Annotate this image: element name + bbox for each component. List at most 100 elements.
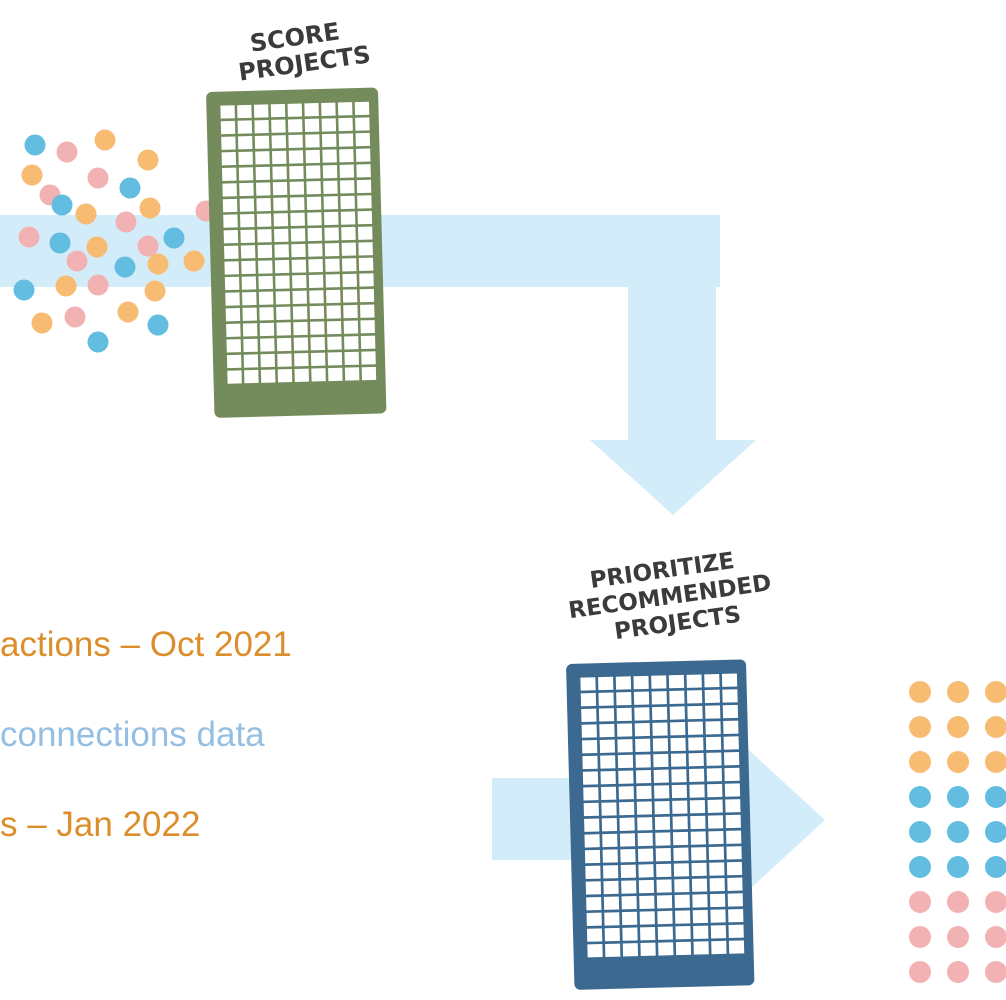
grid-cell <box>709 893 726 908</box>
grid-cell <box>637 848 654 862</box>
grid-cell <box>239 198 255 212</box>
grid-cell <box>359 288 375 303</box>
grid-cell <box>221 136 236 150</box>
grid-cell <box>691 862 707 877</box>
output-dot <box>985 821 1006 843</box>
grid-cell <box>360 320 375 334</box>
grid-cell <box>287 103 303 117</box>
grid-cell <box>651 675 667 689</box>
grid-cell <box>600 786 617 801</box>
grid-cell <box>638 864 654 878</box>
grid-cell <box>256 197 271 212</box>
grid-cell <box>289 181 305 195</box>
output-dot <box>947 716 969 738</box>
grid-cell <box>656 895 673 909</box>
grid-cell <box>255 151 270 165</box>
grid-cell <box>221 167 237 182</box>
grid-cell <box>357 210 373 225</box>
grid-cell <box>669 706 685 720</box>
grid-cell <box>321 133 337 148</box>
grid-cell <box>255 182 271 196</box>
grid-cell <box>689 800 706 814</box>
grid-cell <box>601 802 617 816</box>
grid-cell <box>672 800 688 814</box>
grid-cell <box>585 881 602 895</box>
output-dot <box>947 751 969 773</box>
grid-cell <box>655 848 671 862</box>
input-dot <box>18 226 40 248</box>
grid-cell <box>671 769 687 783</box>
grid-cell <box>709 878 725 892</box>
input-dot <box>31 312 53 334</box>
grid-cell <box>355 117 370 131</box>
grid-cell <box>224 245 239 259</box>
grid-cell <box>635 754 651 768</box>
grid-cell <box>705 705 721 719</box>
grid-cell <box>658 942 674 956</box>
grid-cell <box>655 832 671 846</box>
grid-cell <box>619 817 635 831</box>
grid-cell <box>616 723 633 737</box>
output-dot <box>985 751 1006 773</box>
input-dot <box>49 232 71 254</box>
grid-cell <box>338 133 354 147</box>
grid-cell <box>225 307 241 322</box>
grid-cell <box>324 227 339 241</box>
grid-cell <box>691 847 707 861</box>
input-dot <box>66 250 88 272</box>
text-line-actions: actions – Oct 2021 <box>0 625 292 664</box>
grid-cell <box>618 786 634 800</box>
grid-cell <box>670 737 686 752</box>
grid-cell <box>583 787 599 801</box>
grid-cell <box>581 708 597 723</box>
grid-cell <box>599 739 616 753</box>
grid-cell <box>220 120 236 135</box>
grid-cell <box>602 833 618 848</box>
grid-cell <box>358 257 374 272</box>
grid-cell <box>686 690 703 704</box>
grid-cell <box>259 322 275 337</box>
grid-cell <box>226 354 242 369</box>
grid-cell <box>672 816 688 830</box>
sorted-dots-icon <box>909 681 1006 983</box>
grid-cell <box>706 752 722 766</box>
input-dot <box>137 235 159 257</box>
input-dot <box>51 194 73 216</box>
grid-cell <box>654 800 670 815</box>
grid-cell <box>584 818 600 832</box>
grid-cell <box>244 369 259 384</box>
grid-cell <box>669 690 685 705</box>
grid-cell <box>586 896 602 911</box>
output-dot <box>947 961 969 983</box>
grid-cell <box>585 865 601 879</box>
output-dot <box>985 681 1006 703</box>
grid-cell <box>670 722 686 736</box>
grid-cell <box>272 181 288 196</box>
grid-cell <box>672 831 689 846</box>
output-dot <box>909 926 931 948</box>
grid-cell <box>222 198 238 213</box>
grid-cell <box>243 338 258 353</box>
input-dot <box>115 211 137 233</box>
grid-cell <box>238 151 253 165</box>
grid-cell <box>724 767 740 782</box>
grid-cell <box>309 305 325 320</box>
grid-cell <box>237 136 253 150</box>
grid-cell <box>605 943 621 957</box>
grid-cell <box>617 739 633 753</box>
grid-cell <box>705 736 722 751</box>
grid-cell <box>290 212 305 227</box>
grid-cell <box>356 179 372 194</box>
grid-cell <box>622 927 638 941</box>
grid-cell <box>633 675 649 690</box>
grid-cell <box>293 337 309 351</box>
grid-cell <box>325 258 340 272</box>
grid-cell <box>652 722 668 736</box>
grid-cell <box>600 755 616 769</box>
grid-cell <box>327 352 343 366</box>
grid-cell <box>687 705 703 720</box>
grid-cell <box>708 846 725 861</box>
grid-cell <box>622 943 639 957</box>
grid-cell <box>602 849 618 863</box>
grid-cell <box>621 911 638 926</box>
